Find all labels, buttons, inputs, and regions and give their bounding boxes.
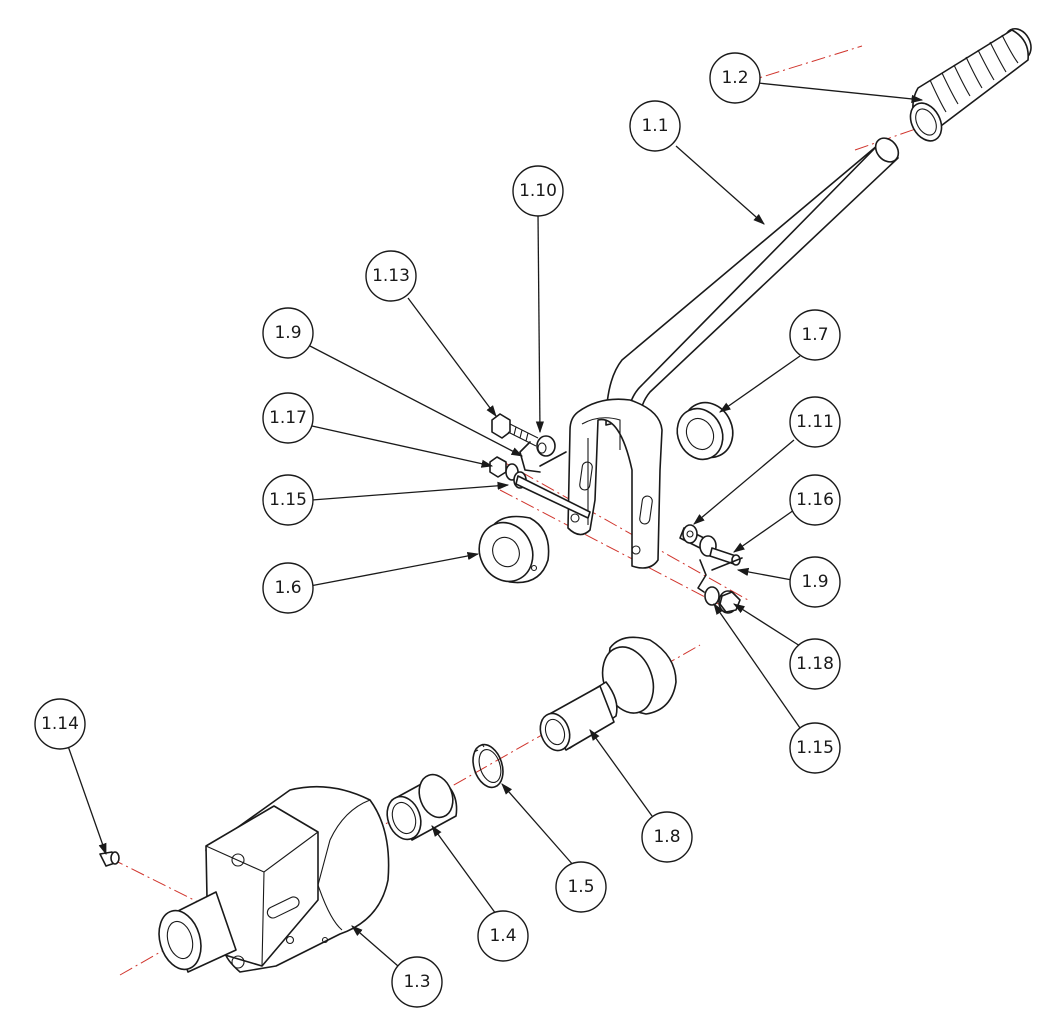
svg-text:1.4: 1.4: [489, 926, 516, 946]
leader-1-9b: [736, 567, 793, 581]
svg-text:1.17: 1.17: [269, 408, 307, 428]
part-left-hardware: [489, 413, 591, 519]
svg-text:1.9: 1.9: [801, 572, 828, 592]
leader-1-16: [733, 509, 795, 553]
callout-1-7: 1.7: [789, 309, 841, 361]
callout-1-16: 1.16: [789, 474, 841, 526]
svg-text:1.16: 1.16: [796, 490, 834, 510]
callout-1-1: 1.1: [629, 100, 681, 152]
svg-text:1.8: 1.8: [653, 827, 680, 847]
svg-text:1.15: 1.15: [796, 738, 834, 758]
svg-text:1.2: 1.2: [721, 68, 748, 88]
leader-1-9a: [309, 345, 524, 457]
lower-pin-axis: [499, 489, 731, 611]
svg-text:1.15: 1.15: [269, 490, 307, 510]
svg-text:1.13: 1.13: [372, 266, 410, 286]
leader-1-8: [589, 729, 653, 817]
leader-1-15b: [713, 603, 801, 729]
part-grease-nipple-1-14: [99, 851, 120, 867]
part-grip: [909, 27, 1032, 142]
svg-text:1.6: 1.6: [274, 578, 301, 598]
callout-1-11: 1.11: [789, 396, 841, 448]
callout-1-5: 1.5: [555, 861, 607, 913]
leader-1-13: [407, 297, 497, 417]
svg-text:1.11: 1.11: [796, 412, 834, 432]
callout-1-8: 1.8: [641, 811, 693, 863]
callout-1-13: 1.13: [365, 250, 417, 302]
part-collar-1-6: [478, 515, 550, 584]
leader-1-5: [501, 783, 575, 867]
svg-text:1.7: 1.7: [801, 325, 828, 345]
callout-1-2: 1.2: [709, 52, 761, 104]
leader-1-4: [431, 825, 497, 915]
leader-1-7: [719, 355, 801, 413]
callout-1-15-left: 1.15: [262, 474, 314, 526]
leader-1-15a: [311, 481, 510, 501]
callout-1-3: 1.3: [391, 956, 443, 1008]
svg-text:1.10: 1.10: [519, 181, 557, 201]
leader-1-14: [67, 745, 107, 856]
callout-1-10: 1.10: [512, 165, 564, 217]
leader-1-6: [309, 551, 480, 587]
leader-lines: [67, 82, 924, 967]
leader-1-11: [693, 439, 795, 525]
svg-text:1.18: 1.18: [796, 654, 834, 674]
callout-1-9-right: 1.9: [789, 556, 841, 608]
svg-text:1.3: 1.3: [403, 972, 430, 992]
leader-1-17: [311, 425, 494, 468]
part-ring-1-7: [676, 401, 734, 461]
part-housing-1-3: [158, 785, 390, 973]
leader-1-1: [675, 145, 765, 225]
leader-1-10: [535, 213, 544, 434]
callout-1-4: 1.4: [477, 910, 529, 962]
leader-1-18: [733, 603, 801, 647]
svg-text:1.1: 1.1: [641, 116, 668, 136]
callout-1-15-right: 1.15: [789, 722, 841, 774]
part-bushing-1-4: [386, 773, 458, 841]
part-shaft-1-8: [539, 636, 677, 752]
callout-1-14: 1.14: [34, 698, 86, 750]
svg-text:1.9: 1.9: [274, 323, 301, 343]
callout-balloons: 1.2 1.1 1.10 1.13 1.9 1.7 1.17 1.11: [34, 52, 841, 1008]
part-circlip-1-5: [472, 743, 504, 789]
grease-nipple-axis: [109, 857, 231, 919]
svg-text:1.5: 1.5: [567, 877, 594, 897]
callout-1-17: 1.17: [262, 392, 314, 444]
leader-1-2: [757, 82, 924, 103]
part-handle-lever: [567, 137, 900, 569]
part-right-hardware: [679, 524, 743, 614]
callout-1-6: 1.6: [262, 562, 314, 614]
callout-1-9-left: 1.9: [262, 307, 314, 359]
callout-1-18: 1.18: [789, 638, 841, 690]
leader-1-3: [351, 925, 399, 967]
svg-text:1.14: 1.14: [41, 714, 79, 734]
